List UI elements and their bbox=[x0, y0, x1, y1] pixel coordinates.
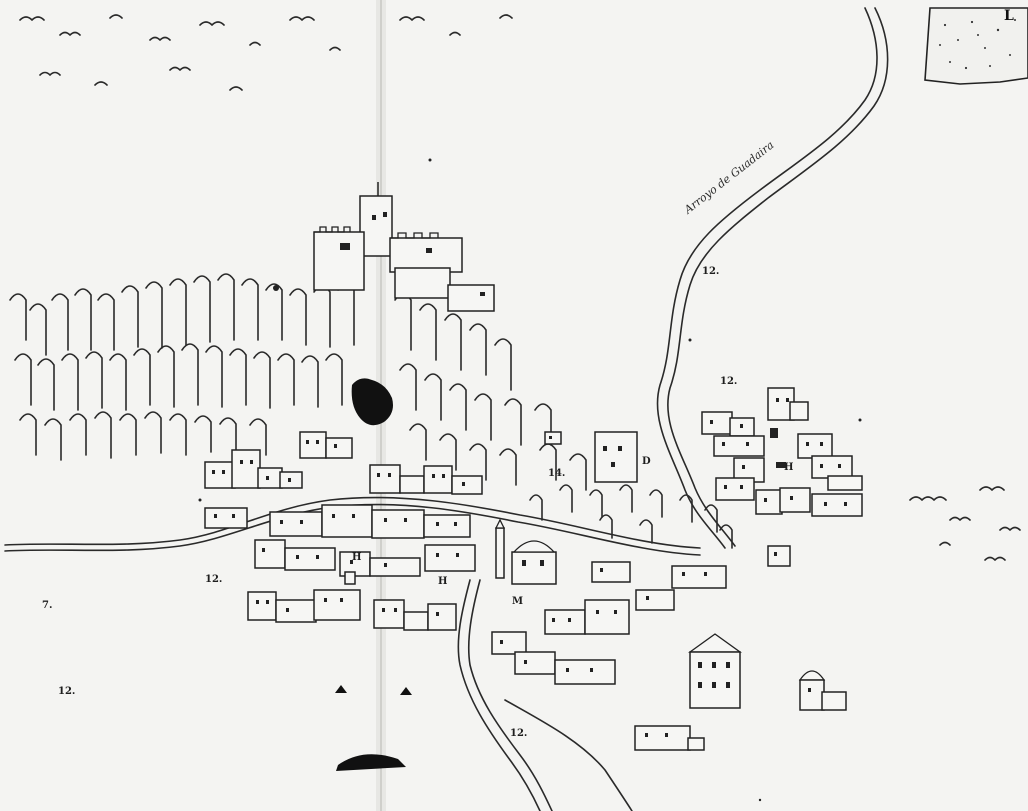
marker-m: M bbox=[512, 596, 523, 607]
south-central-cluster bbox=[491, 545, 791, 685]
castle-alcazaba bbox=[313, 182, 495, 312]
corner-mark: L bbox=[1004, 8, 1014, 24]
southwest-cluster bbox=[247, 589, 457, 631]
map-markers: 12. 12. 12. 12. 7. 12. 14. M H H H bbox=[42, 266, 793, 739]
right-shrubs bbox=[909, 486, 1021, 561]
small-shadow-b bbox=[400, 687, 412, 695]
top-vegetation bbox=[19, 14, 513, 91]
stippled-field bbox=[924, 7, 1028, 85]
marker-h-east: H bbox=[784, 462, 793, 473]
marker-14: 14. bbox=[548, 468, 565, 479]
marker-12-river: 12. bbox=[702, 266, 719, 277]
river-arroyo bbox=[656, 7, 889, 549]
small-shadow-a bbox=[335, 685, 347, 693]
marker-12-east: 12. bbox=[720, 376, 737, 387]
marker-d: D bbox=[642, 456, 651, 467]
marker-12-southwest: 12. bbox=[58, 686, 75, 697]
east-village-cluster bbox=[701, 387, 863, 517]
square-tower-south bbox=[687, 633, 743, 709]
scattered-marks bbox=[198, 158, 862, 802]
cave-shadow bbox=[351, 378, 393, 426]
hillside-trees bbox=[9, 273, 733, 549]
marker-h-west: H bbox=[352, 552, 361, 563]
marker-12-south: 12. bbox=[510, 728, 527, 739]
central-cluster bbox=[254, 504, 476, 585]
upper-middle-cluster bbox=[369, 464, 483, 495]
tower-d bbox=[594, 431, 638, 483]
hill-house bbox=[544, 431, 562, 445]
ground-shadow bbox=[336, 754, 406, 771]
marker-12-west: 12. bbox=[205, 574, 222, 585]
marker-h-center: H bbox=[438, 576, 447, 587]
west-cluster bbox=[204, 431, 353, 529]
river-label: Arroyo de Guadaira bbox=[681, 139, 776, 217]
mosque-church bbox=[494, 518, 557, 585]
marker-7: 7. bbox=[42, 600, 52, 611]
chapel-southeast bbox=[798, 670, 847, 711]
bottom-house bbox=[634, 725, 705, 751]
